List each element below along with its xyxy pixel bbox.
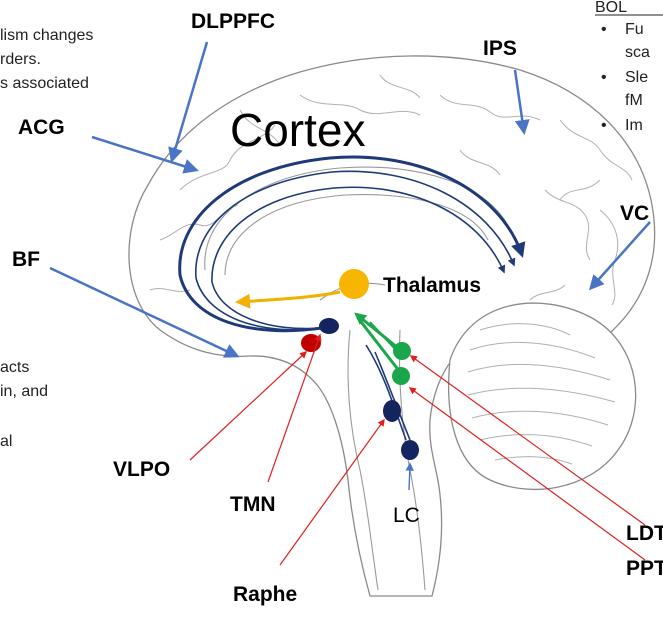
- top-left-text-line: s associated: [0, 75, 89, 92]
- vlpo-label: VLPO: [113, 458, 170, 481]
- top-left-text: lism changes rders. s associated: [0, 27, 93, 92]
- raphe-node: [383, 400, 401, 422]
- ldt-node: [393, 342, 411, 360]
- ppt-label: PPT: [626, 557, 663, 580]
- bullet-text: Sle: [625, 69, 648, 86]
- vc-label: VC: [620, 202, 649, 225]
- ppt-node: [392, 367, 410, 385]
- bullet-dot: •: [601, 117, 607, 134]
- left-text-line: in, and: [0, 383, 48, 400]
- vlpo-node: [301, 334, 321, 352]
- thalamus-label: Thalamus: [383, 274, 481, 297]
- raphe-label: Raphe: [233, 583, 297, 606]
- lc-node: [401, 440, 419, 460]
- brain-outline: [129, 56, 655, 596]
- bullet-text: fM: [625, 92, 643, 109]
- right-panel: BOL • Fu sca • Sle fM • Im: [595, 0, 663, 134]
- cortex-label: Cortex: [230, 104, 365, 156]
- thalamus-node: [339, 269, 369, 299]
- right-panel-heading: BOL: [595, 0, 627, 16]
- dlppfc-label: DLPPFC: [191, 10, 275, 33]
- top-left-text-line: rders.: [0, 51, 41, 68]
- lc-label: LC: [393, 504, 420, 527]
- bullet-text: Fu: [625, 21, 644, 38]
- bullet-text: Im: [625, 117, 643, 134]
- bullet-text: sca: [625, 44, 650, 61]
- ldt-label: LDT: [626, 522, 663, 545]
- left-text: acts in, and al: [0, 359, 48, 450]
- bf-label: BF: [12, 248, 40, 271]
- bullet-dot: •: [601, 69, 607, 86]
- left-text-line: al: [0, 433, 12, 450]
- bullet-dot: •: [601, 21, 607, 38]
- left-text-line: acts: [0, 359, 29, 376]
- tmn-label: TMN: [230, 493, 276, 516]
- ips-label: IPS: [483, 37, 517, 60]
- acg-label: ACG: [18, 116, 65, 139]
- top-left-text-line: lism changes: [0, 27, 93, 44]
- nucleus-node-top: [319, 318, 339, 334]
